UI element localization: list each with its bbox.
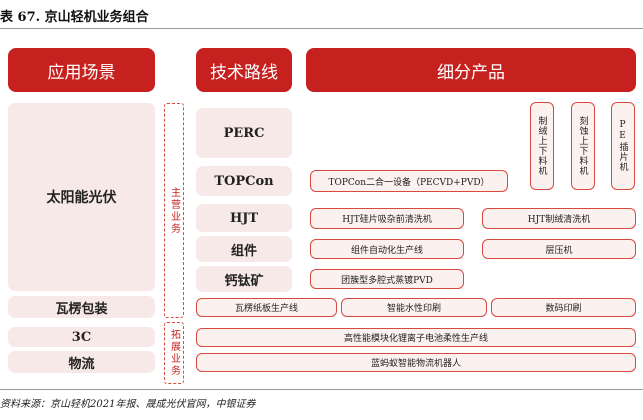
tech-route-hjt: HJT	[196, 204, 292, 232]
product-perovskite-pvd: 团簇型多腔式蒸镀PVD	[310, 269, 464, 289]
product-module-line: 组件自动化生产线	[310, 239, 464, 259]
product-etch-loader-label: 刻蚀上下料机	[577, 116, 588, 176]
segment-expansion: 拓展业务	[164, 322, 184, 384]
segment-main-business-label: 主营业务	[168, 186, 180, 235]
application-solar: 太阳能光伏	[8, 103, 155, 291]
segment-main-business: 主营业务	[164, 103, 184, 318]
product-smart-ink-print: 智能水性印刷	[341, 298, 487, 317]
tech-route-module: 组件	[196, 236, 292, 262]
product-battery-line: 高性能模块化锂离子电池柔性生产线	[196, 328, 636, 347]
product-etch-loader: 刻蚀上下料机	[571, 102, 595, 190]
top-divider	[0, 28, 643, 29]
header-products: 细分产品	[306, 48, 636, 92]
product-hjt-texture-cleaning: HJT制绒清洗机	[482, 208, 636, 229]
header-application: 应用场景	[8, 48, 155, 92]
segment-expansion-label: 拓展业务	[168, 329, 180, 377]
tech-route-perc: PERC	[196, 108, 292, 158]
tech-route-topcon: TOPCon	[196, 166, 292, 196]
product-pe-inserter: PE插片机	[611, 102, 635, 190]
source-note: 资料来源：京山轻机2021年报、晟成光伏官网，中银证券	[0, 399, 256, 410]
application-corrugated: 瓦楞包装	[8, 296, 155, 318]
product-texture-loader-label: 制绒上下料机	[536, 116, 547, 176]
product-agv-robot: 蓝蚂蚁智能物流机器人	[196, 353, 636, 372]
application-3c: 3C	[8, 327, 155, 347]
product-corrugated-line: 瓦楞纸板生产线	[196, 298, 337, 317]
tech-route-perovskite: 钙钛矿	[196, 266, 292, 292]
product-digital-print: 数码印刷	[491, 298, 636, 317]
application-logistics: 物流	[8, 351, 155, 373]
product-pe-inserter-label: PE插片机	[617, 120, 628, 172]
bottom-divider	[0, 389, 643, 390]
product-laminator: 层压机	[482, 239, 636, 259]
header-tech-route: 技术路线	[196, 48, 292, 92]
product-texture-loader: 制绒上下料机	[530, 102, 554, 190]
product-hjt-wafer-cleaning: HJT硅片吸杂前清洗机	[310, 208, 464, 229]
table-caption: 表 67. 京山轻机业务组合	[0, 10, 149, 25]
product-topcon-equipment: TOPCon二合一设备（PECVD+PVD）	[310, 170, 508, 192]
